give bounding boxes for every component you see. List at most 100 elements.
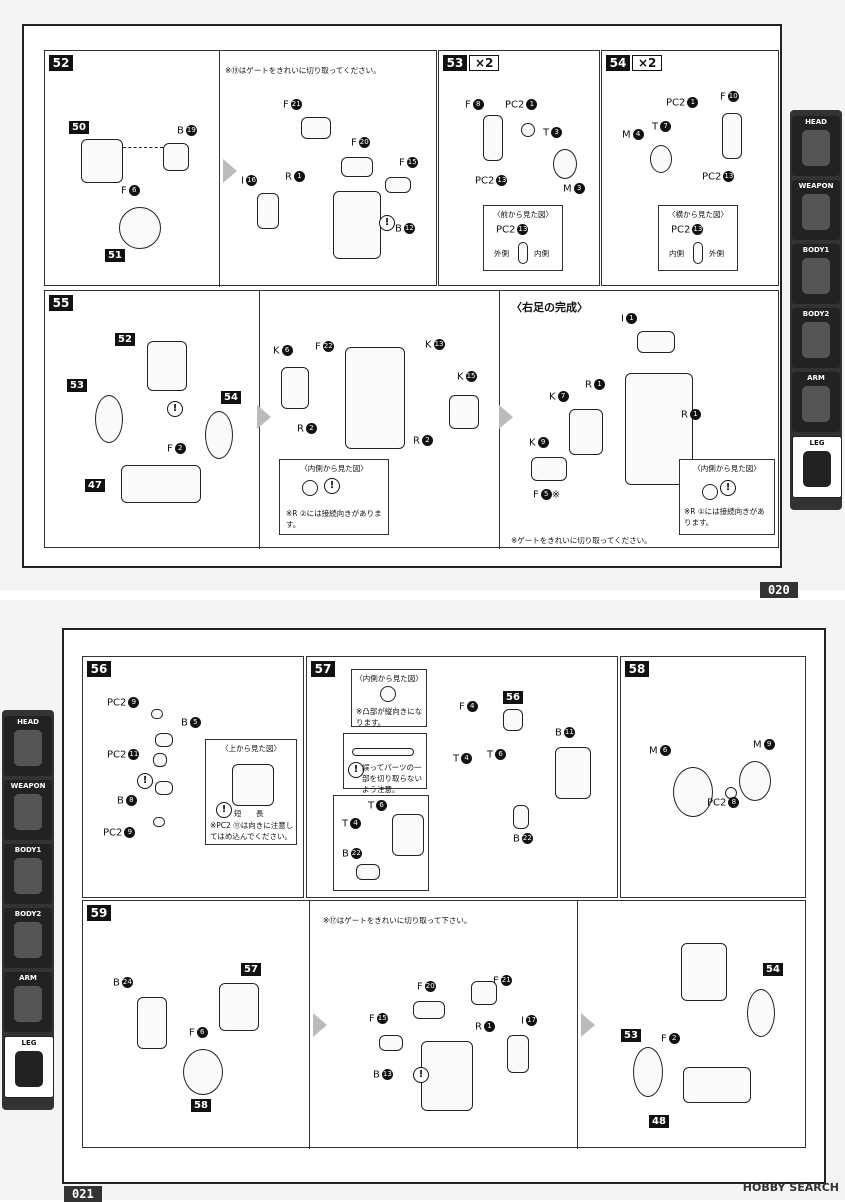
tab-leg[interactable]: LEG <box>792 436 842 498</box>
ref-53: 53 <box>67 379 87 392</box>
part-foot <box>121 465 201 503</box>
ref-57: 57 <box>241 963 261 976</box>
tab-leg[interactable]: LEG <box>4 1036 54 1098</box>
outer-label: 外側 <box>494 249 509 258</box>
part-f20 <box>413 1001 445 1019</box>
part-pc2 <box>521 123 535 137</box>
pc-profile <box>518 242 528 264</box>
weapon-icon <box>14 794 42 830</box>
caution-box: ! 誤ってパーツの一部を切り取らないよう注意。 <box>343 733 427 794</box>
part-i17 <box>507 1035 529 1073</box>
part-b5 <box>155 733 173 747</box>
step-number: 55 <box>49 295 73 311</box>
warning-icon: ! <box>137 773 153 789</box>
warning-icon: ! <box>379 215 395 231</box>
part-left-wheel <box>95 395 123 443</box>
ref-56: 56 <box>503 691 523 704</box>
part-upper <box>147 341 187 391</box>
warning-icon: ! <box>167 401 183 417</box>
short-label: 短 <box>234 809 242 818</box>
part-b19 <box>163 143 189 171</box>
tab-head[interactable]: HEAD <box>792 116 840 176</box>
part-b22 <box>513 805 529 829</box>
convex-note: ※凸部が縦向きになります。 <box>356 707 423 727</box>
step-number: 56 <box>87 661 111 677</box>
front-view-title: 〈前から見た図〉 <box>493 210 553 219</box>
ref-53: 53 <box>621 1029 641 1042</box>
inner-view-box-b: 〈内側から見た図〉 ! ※R ①には接続向きがあります。 <box>679 459 775 535</box>
tab-body2[interactable]: BODY2 <box>792 308 840 368</box>
page-number-bottom: 021 <box>64 1186 102 1202</box>
long-label: 長 <box>256 809 264 818</box>
tab-arm[interactable]: ARM <box>4 972 52 1032</box>
part-wheel <box>119 207 161 249</box>
tab-body1[interactable]: BODY1 <box>4 844 52 904</box>
step-number: 54 <box>606 55 630 71</box>
part-body <box>81 139 123 183</box>
part-upper <box>681 943 727 1001</box>
leg-icon <box>803 451 831 487</box>
side-tabs-left: HEAD WEAPON BODY1 BODY2 ARM LEG <box>2 710 54 1110</box>
gate-note: ※⑰はゲートをきれいに切り取って下さい。 <box>323 916 472 925</box>
detail-b22 <box>356 864 380 880</box>
ref-48: 48 <box>649 1115 669 1128</box>
tab-arm[interactable]: ARM <box>792 372 840 432</box>
part-f15 <box>379 1035 403 1051</box>
part-pc2-9b <box>153 817 165 827</box>
leg-icon <box>15 1051 43 1087</box>
tab-body2[interactable]: BODY2 <box>4 908 52 968</box>
ref-50: 50 <box>69 121 89 134</box>
ref-54: 54 <box>763 963 783 976</box>
next-arrow <box>313 1013 327 1037</box>
multiplier: ×2 <box>632 55 663 71</box>
tab-weapon[interactable]: WEAPON <box>792 180 840 240</box>
next-arrow <box>257 405 271 429</box>
gate-note: ※⑲はゲートをきれいに切り取ってください。 <box>225 66 381 75</box>
r2-note: ※R ②には接続向きがあります。 <box>286 509 382 529</box>
part-f21 <box>471 981 497 1005</box>
pc-profile <box>693 242 703 264</box>
careful-note: 誤ってパーツの一部を切り取らないよう注意。 <box>362 763 422 794</box>
tab-body1[interactable]: BODY1 <box>792 244 840 304</box>
arm-icon <box>802 386 830 422</box>
part-k7 <box>569 409 603 455</box>
warning-icon: ! <box>348 762 364 778</box>
tab-weapon[interactable]: WEAPON <box>4 780 52 840</box>
part-k9 <box>531 457 567 481</box>
part-f15 <box>385 177 411 193</box>
inner-view-title: 〈内側から見た図〉 <box>355 674 423 683</box>
inner-view-box-a: 〈内側から見た図〉 ! ※R ②には接続向きがあります。 <box>279 459 389 535</box>
tab-head[interactable]: HEAD <box>4 716 52 776</box>
step-57-panel: 57 〈内側から見た図〉 ※凸部が縦向きになります。 ! 誤ってパーツの一部を切… <box>306 656 618 898</box>
part-leg <box>333 191 381 259</box>
divider <box>219 51 220 287</box>
